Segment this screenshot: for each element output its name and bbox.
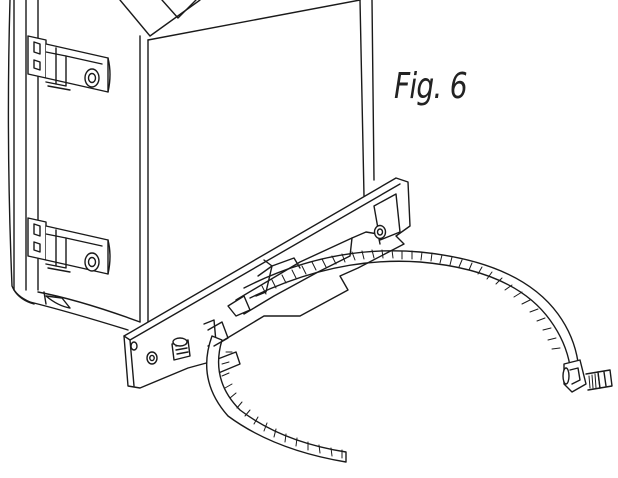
upper-hinge bbox=[27, 35, 111, 93]
bracket-bolt bbox=[171, 337, 191, 361]
mounting-bracket bbox=[123, 177, 411, 389]
lower-hinge bbox=[27, 217, 111, 275]
clamp-strap bbox=[206, 249, 579, 463]
figure-caption: Fig. 6 bbox=[394, 66, 468, 107]
clamp-screw bbox=[562, 359, 613, 393]
